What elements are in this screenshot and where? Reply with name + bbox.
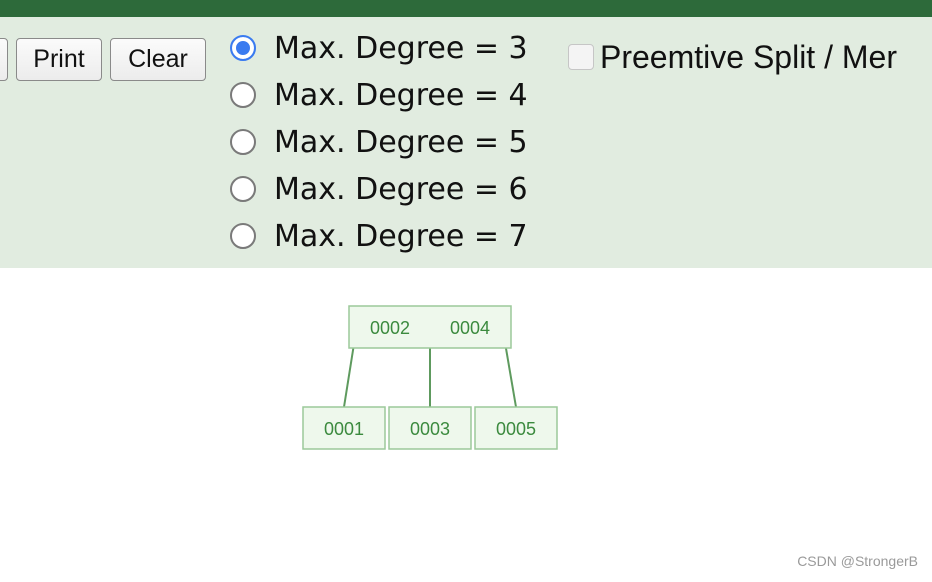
preemptive-split-merge-option[interactable]: Preemtive Split / Mer <box>568 37 897 77</box>
root-key-1: 0002 <box>370 318 410 338</box>
degree-option-label: Max. Degree = 3 <box>274 30 528 66</box>
root-key-2: 0004 <box>450 318 490 338</box>
degree-option-label: Max. Degree = 7 <box>274 218 528 254</box>
radio-degree-3[interactable] <box>230 35 256 61</box>
degree-option-7[interactable]: Max. Degree = 7 <box>230 216 528 256</box>
control-panel: Print Clear Max. Degree = 3 Max. Degree … <box>0 17 932 268</box>
degree-option-6[interactable]: Max. Degree = 6 <box>230 169 528 209</box>
preemptive-split-checkbox[interactable] <box>568 44 594 70</box>
leaf-node <box>302 406 386 450</box>
root-node <box>348 305 512 349</box>
preemptive-split-label: Preemtive Split / Mer <box>600 38 897 75</box>
radio-degree-7[interactable] <box>230 223 256 249</box>
visualization-canvas: 0002 0004 0001 0003 0005 CSDN @StrongerB <box>0 268 932 578</box>
radio-degree-4[interactable] <box>230 82 256 108</box>
leaf-key: 0005 <box>496 419 536 439</box>
leaf-node <box>474 406 558 450</box>
leaf-key: 0001 <box>324 419 364 439</box>
watermark: CSDN @StrongerB <box>797 553 918 569</box>
degree-option-label: Max. Degree = 4 <box>274 77 528 113</box>
degree-option-4[interactable]: Max. Degree = 4 <box>230 75 528 115</box>
degree-option-label: Max. Degree = 5 <box>274 124 528 160</box>
leaf-node <box>388 406 472 450</box>
degree-option-label: Max. Degree = 6 <box>274 171 528 207</box>
radio-degree-6[interactable] <box>230 176 256 202</box>
leaf-key: 0003 <box>410 419 450 439</box>
degree-option-3[interactable]: Max. Degree = 3 <box>230 28 528 68</box>
print-button[interactable]: Print <box>16 38 102 81</box>
btree-diagram: 0002 0004 0001 0003 0005 <box>302 305 558 450</box>
header-bar <box>0 0 932 17</box>
degree-option-5[interactable]: Max. Degree = 5 <box>230 122 528 162</box>
cut-off-button[interactable] <box>0 38 8 81</box>
radio-degree-5[interactable] <box>230 129 256 155</box>
clear-button[interactable]: Clear <box>110 38 206 81</box>
